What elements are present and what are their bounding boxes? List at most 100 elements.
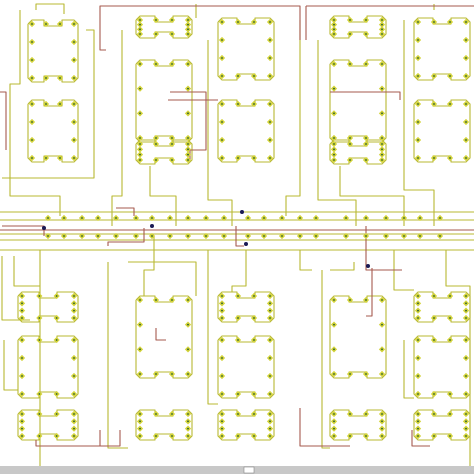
pad-center <box>187 28 189 31</box>
pad-center <box>403 235 405 237</box>
pad-center <box>365 143 367 145</box>
pad-center <box>365 217 367 219</box>
pad-center <box>139 33 141 35</box>
pad-center <box>269 435 271 437</box>
pad-center <box>171 299 173 301</box>
pad-center <box>417 309 419 312</box>
pad-center <box>221 413 223 415</box>
pad-center <box>253 157 255 159</box>
pad-center <box>187 159 189 161</box>
pad-center <box>333 348 335 351</box>
pad-center <box>97 235 99 237</box>
pad-center <box>299 235 301 237</box>
pad-center <box>269 339 271 341</box>
pad-center <box>38 435 41 437</box>
pad-center <box>237 21 239 23</box>
pad-center <box>417 302 419 305</box>
pad-center <box>253 339 255 341</box>
pad-center <box>417 139 419 141</box>
via <box>366 264 370 268</box>
pad-center <box>253 413 255 415</box>
pad-center <box>333 33 335 35</box>
pad-center <box>38 317 41 319</box>
pad-center <box>439 217 441 219</box>
pad-center <box>349 413 351 415</box>
pad-center <box>139 427 141 430</box>
pad-center <box>169 217 171 219</box>
yellow-trace <box>403 20 435 226</box>
pad-center <box>381 427 383 430</box>
pad-center <box>187 137 189 139</box>
pad-center <box>433 103 435 105</box>
pad-center <box>465 139 467 141</box>
pad-center <box>139 28 141 31</box>
pad-center <box>281 235 283 237</box>
pad-center <box>187 413 189 415</box>
pad-center <box>465 435 467 437</box>
pad-center <box>333 159 335 161</box>
pad-center <box>333 413 335 415</box>
pad-center <box>221 375 223 377</box>
pad-center <box>223 235 225 237</box>
pad-center <box>333 153 335 156</box>
pad-center <box>187 348 189 351</box>
pad-center <box>349 373 351 375</box>
yellow-trace <box>3 340 18 391</box>
pad-center <box>417 57 419 59</box>
pad-center <box>449 393 451 395</box>
pad-center <box>221 121 223 123</box>
pad-center <box>139 112 141 115</box>
pad-center <box>269 375 271 377</box>
pad-center <box>365 159 367 161</box>
pad-center <box>155 19 157 21</box>
pad-center <box>237 339 239 341</box>
pad-center <box>21 302 23 305</box>
pad-center <box>73 302 75 305</box>
pad-center <box>433 413 435 415</box>
pad-center <box>433 317 435 319</box>
pad-center <box>73 23 75 25</box>
pad-center <box>73 157 75 159</box>
pad-center <box>465 21 467 23</box>
pad-center <box>417 393 419 395</box>
pad-center <box>365 63 367 65</box>
pad-center <box>381 148 383 151</box>
pad-center <box>465 309 467 312</box>
yellow-trace <box>299 250 312 271</box>
pad-center <box>381 153 383 156</box>
red-trace <box>155 328 166 341</box>
pad-center <box>417 435 419 437</box>
yellow-trace <box>13 256 40 287</box>
pad-center <box>433 75 435 77</box>
pad-center <box>21 435 23 437</box>
pad-center <box>139 299 141 301</box>
pad-center <box>38 295 41 297</box>
pad-center <box>417 339 419 341</box>
pad-center <box>187 143 189 145</box>
pad-center <box>365 33 367 35</box>
pad-center <box>417 103 419 105</box>
pad-center <box>417 357 419 359</box>
pad-center <box>81 217 83 219</box>
pad-center <box>187 435 189 437</box>
bottom-status-bar <box>0 466 474 474</box>
pad-center <box>349 143 351 145</box>
pad-center <box>237 413 239 415</box>
pad-center <box>465 75 467 77</box>
pad-center <box>465 295 467 297</box>
pad-center <box>315 217 317 219</box>
pad-center <box>221 75 223 77</box>
pad-center <box>139 413 141 415</box>
pad-center <box>221 427 223 430</box>
pad-center <box>63 217 65 219</box>
pad-center <box>171 159 173 161</box>
yellow-trace <box>2 29 95 179</box>
pad-center <box>45 23 47 25</box>
pad-center <box>139 153 141 156</box>
pad-center <box>333 137 335 139</box>
pad-center <box>263 217 265 219</box>
pad-center <box>439 235 441 237</box>
pad-center <box>365 19 367 21</box>
yellow-trace <box>1 256 30 321</box>
pad-center <box>73 41 75 43</box>
